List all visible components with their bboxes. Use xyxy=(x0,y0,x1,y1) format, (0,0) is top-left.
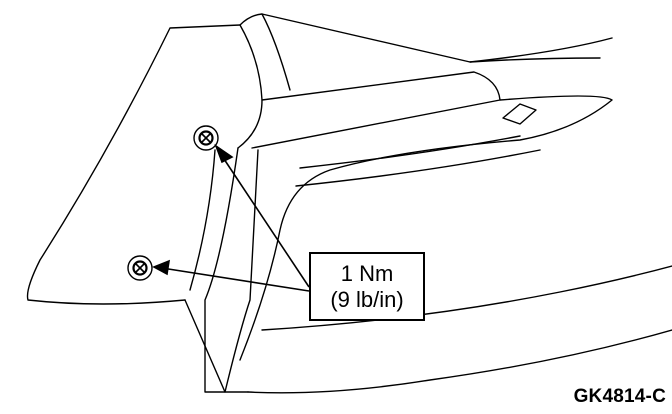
panel-top-edge-inner xyxy=(469,57,601,63)
panel-bottom-edge xyxy=(247,329,672,394)
screw-upper-icon xyxy=(193,125,219,151)
ridge-face xyxy=(261,13,291,91)
bracket-right-lobe xyxy=(239,95,613,361)
figure-code-label: GK4814-C xyxy=(573,386,666,407)
recess-line-b xyxy=(295,149,541,187)
arrowhead-upper-icon xyxy=(214,143,234,164)
recess-line-a xyxy=(299,135,521,169)
ridge-lower xyxy=(251,71,501,149)
panel-top-edge xyxy=(239,13,613,63)
leader-line-upper xyxy=(221,155,310,288)
panel-outline xyxy=(26,24,241,305)
mounting-flange xyxy=(204,147,259,393)
arrowhead-lower-icon xyxy=(152,259,171,276)
screw-lower-icon xyxy=(127,255,153,281)
torque-imperial-value: (9 lb/in) xyxy=(330,286,404,312)
leader-line-lower xyxy=(161,267,310,292)
panel-lower-sweep xyxy=(261,265,672,331)
flange-inner xyxy=(189,149,216,291)
torque-metric-value: 1 Nm xyxy=(340,261,394,287)
slot-feature xyxy=(502,103,537,125)
torque-callout: 1 Nm (9 lb/in) xyxy=(309,252,425,321)
flange-front xyxy=(184,299,249,393)
ridge-upper xyxy=(237,24,263,149)
